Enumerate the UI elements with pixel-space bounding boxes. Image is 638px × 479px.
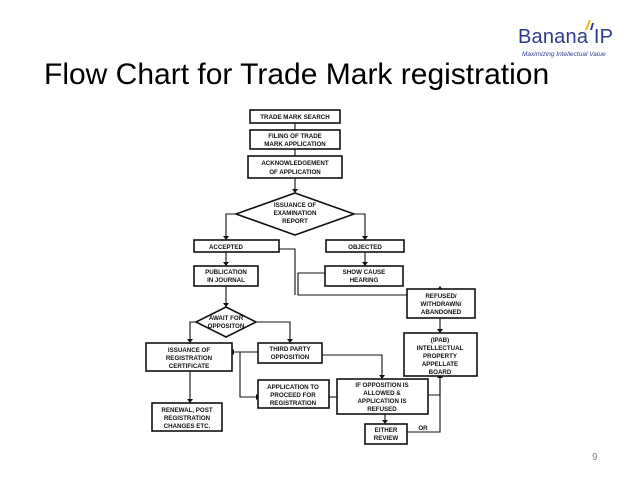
svg-text:ABANDONED: ABANDONED (421, 309, 462, 316)
node-ipab: (IPAB) INTELLECTUAL PROPERTY APPELLATE B… (403, 332, 478, 377)
node-application-proceed: APPLICATION TO PROCEED FOR REGISTRATION (257, 379, 330, 409)
svg-text:CHANGES ETC.: CHANGES ETC. (164, 423, 211, 430)
brand-tagline: Maximizing Intellectual Value (522, 51, 606, 58)
svg-text:ISSUANCE OF: ISSUANCE OF (168, 347, 211, 354)
node-trade-mark-search: TRADE MARK SEARCH (249, 109, 341, 124)
brand-name: Banana IP (518, 26, 614, 48)
svg-text:OBJECTED: OBJECTED (348, 244, 382, 251)
svg-text:CERTIFICATE: CERTIFICATE (169, 363, 209, 370)
banana-mark-icon (585, 20, 594, 30)
svg-text:REFUSED/: REFUSED/ (425, 293, 457, 300)
node-publication: PUBLICATION IN JOURNAL (193, 265, 259, 287)
node-filing: FILING OF TRADE MARK APPLICATION (249, 129, 341, 150)
brand-logo: Banana IP Maximizing Intellectual Value (518, 18, 628, 64)
svg-text:(IPAB): (IPAB) (431, 337, 449, 344)
node-issuance-registration: ISSUANCE OF REGISTRATION CERTIFICATE (145, 342, 233, 372)
svg-text:SHOW CAUSE: SHOW CAUSE (343, 269, 386, 276)
svg-text:WITHDRAWN/: WITHDRAWN/ (421, 301, 462, 308)
svg-text:INTELLECTUAL: INTELLECTUAL (417, 345, 464, 352)
node-show-cause-hearing: SHOW CAUSE HEARING (324, 265, 404, 287)
node-renewal: RENEWAL, POST REGISTRATION CHANGES ETC. (151, 402, 223, 432)
node-text: TRADE MARK SEARCH (260, 114, 330, 121)
page-number: 9 (592, 452, 598, 463)
svg-text:REVIEW: REVIEW (374, 435, 399, 442)
svg-text:IF OPPOSITION IS: IF OPPOSITION IS (355, 382, 408, 389)
svg-text:REGISTRATION: REGISTRATION (166, 355, 213, 362)
svg-text:OPPOSITON: OPPOSITON (208, 323, 245, 330)
svg-text:MARK APPLICATION: MARK APPLICATION (264, 141, 326, 148)
svg-text:BOARD: BOARD (429, 369, 452, 376)
svg-text:APPLICATION IS: APPLICATION IS (357, 398, 406, 405)
svg-text:ISSUANCE OF: ISSUANCE OF (274, 202, 317, 209)
node-objected: OBJECTED (325, 239, 405, 253)
node-opposition-allowed: IF OPPOSITION IS ALLOWED & APPLICATION I… (336, 378, 429, 415)
svg-text:HEARING: HEARING (350, 277, 379, 284)
svg-text:ALLOWED &: ALLOWED & (363, 390, 401, 397)
node-await-opposition: AWAIT FOR OPPOSITON (194, 306, 258, 338)
svg-text:THIRD PARTY: THIRD PARTY (269, 346, 311, 353)
svg-text:PUBLICATION: PUBLICATION (205, 269, 247, 276)
svg-text:AWAIT FOR: AWAIT FOR (209, 315, 244, 322)
svg-text:APPELLATE: APPELLATE (422, 361, 458, 368)
svg-text:EITHER: EITHER (375, 427, 398, 434)
node-refused: REFUSED/ WITHDRAWN/ ABANDONED (406, 288, 476, 319)
svg-text:APPLICATION TO: APPLICATION TO (267, 384, 319, 391)
svg-text:REPORT: REPORT (282, 218, 308, 225)
node-examination-report: ISSUANCE OF EXAMINATION REPORT (233, 192, 357, 236)
node-either-review: EITHER REVIEW (364, 423, 408, 445)
or-label: OR (418, 425, 428, 432)
node-accepted: ACCEPTED (193, 239, 280, 253)
svg-text:ACKNOWLEDGEMENT: ACKNOWLEDGEMENT (261, 160, 329, 167)
svg-text:IN JOURNAL: IN JOURNAL (207, 277, 245, 284)
svg-text:PROPERTY: PROPERTY (423, 353, 458, 360)
svg-text:OPPOSITION: OPPOSITION (271, 354, 310, 361)
node-third-party-opposition: THIRD PARTY OPPOSITION (257, 342, 323, 364)
svg-text:REGISTRATION: REGISTRATION (164, 415, 211, 422)
slide-title: Flow Chart for Trade Mark registration (44, 58, 550, 91)
svg-text:RENEWAL, POST: RENEWAL, POST (161, 407, 212, 414)
svg-text:REGISTRATION: REGISTRATION (270, 400, 317, 407)
svg-text:PROCEED FOR: PROCEED FOR (270, 392, 316, 399)
node-acknowledgement: ACKNOWLEDGEMENT OF APPLICATION (247, 155, 343, 179)
svg-text:REFUSED: REFUSED (367, 406, 397, 413)
svg-text:OF APPLICATION: OF APPLICATION (269, 169, 321, 176)
svg-text:FILING OF TRADE: FILING OF TRADE (268, 133, 322, 140)
svg-text:ACCEPTED: ACCEPTED (209, 244, 244, 251)
svg-text:EXAMINATION: EXAMINATION (274, 210, 317, 217)
